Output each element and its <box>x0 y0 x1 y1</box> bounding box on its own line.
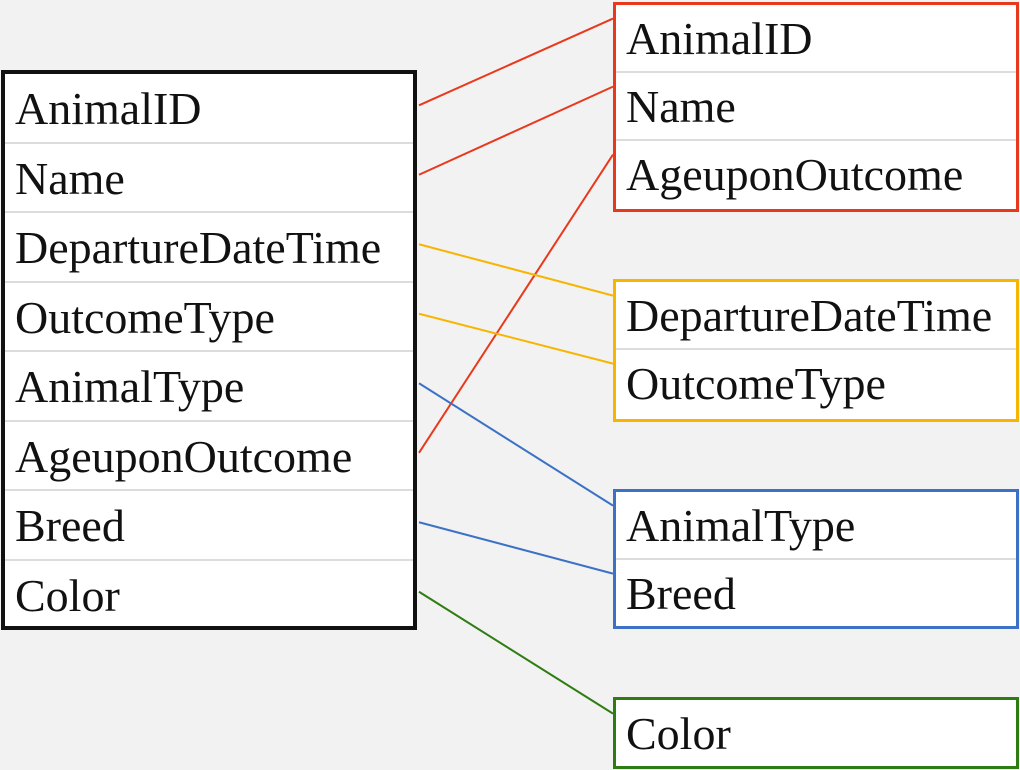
group-red-field-name: Name <box>616 73 1016 141</box>
group-yellow-field-departuredatetime: DepartureDateTime <box>616 282 1016 350</box>
source-field-animaltype: AnimalType <box>5 352 413 422</box>
source-field-name: Name <box>5 144 413 213</box>
group-red-field-ageuponoutcome: AgeuponOutcome <box>626 149 964 200</box>
connector-departuredatetime <box>418 243 614 297</box>
connector-ageuponoutcome <box>418 154 614 454</box>
group-table-red: AnimalID Name AgeuponOutcome <box>613 2 1019 212</box>
source-field-departuredatetime: DepartureDateTime <box>5 213 413 283</box>
group-green-field-color: Color <box>626 708 731 759</box>
connector-animaltype <box>418 382 614 507</box>
source-table: AnimalID Name DepartureDateTime OutcomeT… <box>1 70 417 630</box>
source-field-breed: Breed <box>5 491 413 561</box>
source-field-animalid: AnimalID <box>5 74 413 144</box>
connector-outcometype <box>418 312 614 365</box>
group-yellow-field-outcometype: OutcomeType <box>626 358 886 409</box>
group-table-green: Color <box>613 697 1019 769</box>
connector-color <box>418 590 614 715</box>
source-field-outcometype: OutcomeType <box>5 283 413 352</box>
connector-breed <box>418 521 614 575</box>
source-field-color: Color <box>15 569 120 621</box>
group-blue-field-breed: Breed <box>626 568 736 619</box>
group-blue-field-animaltype: AnimalType <box>616 492 1016 560</box>
connector-animalid <box>418 17 614 107</box>
group-table-blue: AnimalType Breed <box>613 489 1019 629</box>
connector-name <box>418 85 614 176</box>
group-table-yellow: DepartureDateTime OutcomeType <box>613 279 1019 422</box>
source-field-ageuponoutcome: AgeuponOutcome <box>5 422 413 491</box>
group-red-field-animalid: AnimalID <box>616 5 1016 73</box>
